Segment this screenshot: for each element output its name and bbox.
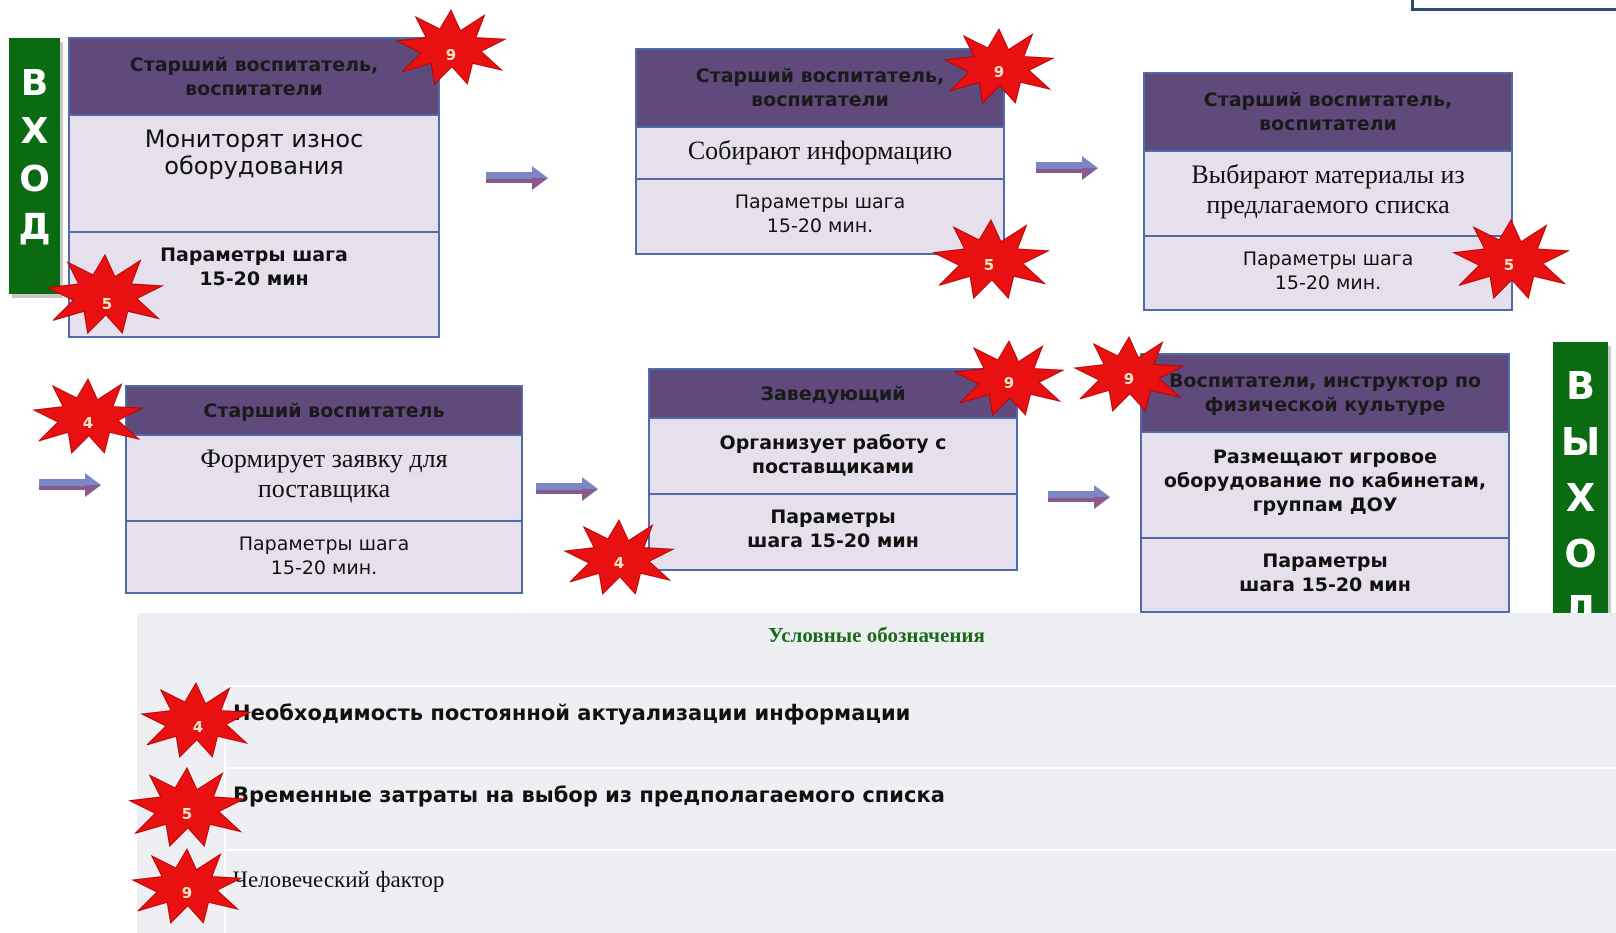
step-params: Параметры шага 15-20 мин. <box>238 533 410 579</box>
badge-star: 4 <box>32 376 144 456</box>
badge-number: 5 <box>1504 256 1514 274</box>
badge-number: 4 <box>193 718 203 736</box>
step-box-order: Старший воспитатель Формирует заявку для… <box>125 385 523 594</box>
entry-letter: В <box>20 63 49 104</box>
step-params: Параметры шага 15-20 мин <box>160 244 348 290</box>
step-params: Параметры шага 15-20 мин. <box>1242 248 1414 294</box>
step-box-collect: Старший воспитатель, воспитатели Собираю… <box>635 48 1005 255</box>
step-action: Собирают информацию <box>637 128 1003 180</box>
legend-badge-star: 5 <box>117 766 257 848</box>
legend-divider <box>224 686 226 933</box>
badge-star: 9 <box>395 8 507 86</box>
legend-item: Человеческий фактор <box>225 849 1616 931</box>
step-action: Мониторят износ оборудования <box>70 116 438 233</box>
badge-star: 5 <box>35 253 175 335</box>
legend-badge-star: 4 <box>140 680 252 760</box>
step-role: Старший воспитатель <box>127 387 521 436</box>
badge-star: 9 <box>1073 334 1185 414</box>
legend-item-text: Необходимость постоянной актуализации ин… <box>233 701 911 725</box>
badge-number: 4 <box>83 414 93 432</box>
exit-letter: О <box>1564 532 1597 576</box>
flow-arrow <box>1035 155 1099 181</box>
legend-item: Необходимость постоянной актуализации ин… <box>225 685 1616 767</box>
step-box-place: Воспитатели, инструктор по физической ку… <box>1140 353 1510 613</box>
badge-number: 5 <box>102 295 112 313</box>
step-params: Параметры шага 15-20 мин <box>1239 550 1411 596</box>
legend-title: Условные обозначения <box>768 623 985 647</box>
step-box-suppliers: Заведующий Организует работу с поставщик… <box>648 368 1018 571</box>
step-role: Старший воспитатель, воспитатели <box>1145 74 1511 152</box>
exit-label: В Ы Х О Д <box>1553 342 1608 659</box>
exit-letter: Х <box>1565 476 1596 520</box>
top-corner-frame <box>1411 0 1616 11</box>
entry-letter: Д <box>18 207 51 248</box>
badge-number: 5 <box>182 805 192 823</box>
badge-number: 9 <box>1124 370 1134 388</box>
step-role: Заведующий <box>650 370 1016 419</box>
badge-number: 4 <box>614 554 624 572</box>
badge-number: 9 <box>446 46 456 64</box>
badge-star: 5 <box>1441 218 1581 300</box>
step-action: Формирует заявку для поставщика <box>127 436 521 522</box>
entry-label: В Х О Д <box>9 38 60 294</box>
step-role: Старший воспитатель, воспитатели <box>70 39 438 116</box>
step-action: Организует работу с поставщиками <box>650 419 1016 495</box>
exit-letter: В <box>1566 364 1595 408</box>
flow-arrow <box>535 476 599 502</box>
step-role: Старший воспитатель, воспитатели <box>637 50 1003 128</box>
entry-letter: Х <box>20 111 49 152</box>
step-action: Выбирают материалы из предлагаемого спис… <box>1145 152 1511 237</box>
legend-item-text: Временные затраты на выбор из предполага… <box>233 783 945 807</box>
legend-item-text: Человеческий фактор <box>233 867 445 892</box>
badge-number: 9 <box>994 63 1004 81</box>
step-box-select: Старший воспитатель, воспитатели Выбираю… <box>1143 72 1513 311</box>
badge-star: 5 <box>921 218 1061 300</box>
badge-star: 9 <box>943 26 1055 106</box>
badge-star: 4 <box>563 517 675 597</box>
legend-badge-star: 9 <box>131 846 243 926</box>
flow-arrow <box>38 472 102 498</box>
step-params: Параметры шага 15-20 мин <box>747 506 919 552</box>
badge-number: 5 <box>984 256 994 274</box>
step-params: Параметры шага 15-20 мин. <box>734 191 906 237</box>
badge-number: 9 <box>182 884 192 902</box>
step-role: Воспитатели, инструктор по физической ку… <box>1142 355 1508 433</box>
legend-panel: Условные обозначения Необходимость посто… <box>137 613 1616 933</box>
step-action: Размещают игровое оборудование по кабине… <box>1142 433 1508 539</box>
exit-letter: Ы <box>1560 420 1601 464</box>
flow-arrow <box>1047 484 1111 510</box>
entry-letter: О <box>19 159 50 200</box>
legend-item: Временные затраты на выбор из предполага… <box>225 767 1616 849</box>
flow-arrow <box>485 165 549 191</box>
badge-star: 9 <box>953 338 1065 418</box>
badge-number: 9 <box>1004 374 1014 392</box>
